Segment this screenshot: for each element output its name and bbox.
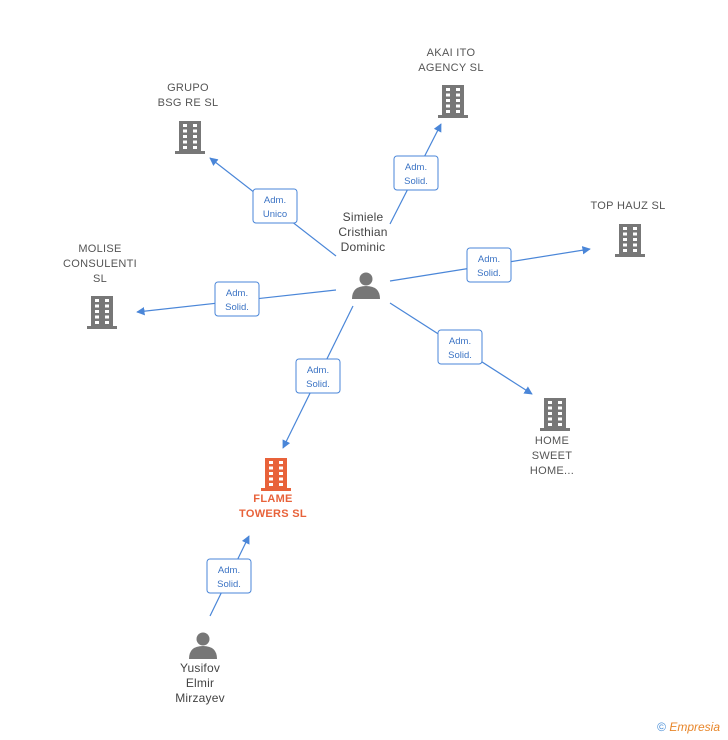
node-label: HOME... [530,465,574,477]
edge-label-text: Adm. [449,336,471,347]
node-label: FLAME [253,493,292,505]
edge-label-box [393,155,439,191]
edge-label-text: Adm. [478,254,500,265]
edge-label-text: Unico [263,209,287,220]
edge-label-text: Solid. [448,350,472,361]
node-label: TOWERS SL [239,508,307,520]
edge-label-box [437,329,483,365]
edge-label-text: Solid. [225,302,249,313]
building-icon [261,458,291,491]
building-icon [175,121,205,154]
edge-label-text: Adm. [307,365,329,376]
node-label: Mirzayev [175,691,225,705]
edge-yusifov-flame_towers[interactable]: Adm. Solid. [206,535,252,617]
company-node-grupo_bsg[interactable]: GRUPO BSG RE SL [158,82,219,154]
node-label: AKAI ITO [427,47,476,59]
building-icon [87,296,117,329]
node-label: Dominic [341,240,386,254]
edge-label-text: Solid. [477,268,501,279]
node-label: SL [93,273,107,285]
company-node-top_hauz[interactable]: TOP HAUZ SL [590,200,665,257]
node-label: Simiele [343,210,384,224]
company-node-home_sweet[interactable]: HOME SWEET HOME... [530,398,574,477]
edge-simiele-grupo_bsg[interactable]: Adm. Unico [209,157,337,257]
node-label: HOME [535,435,569,447]
company-node-flame_towers[interactable]: FLAME TOWERS SL [239,458,307,520]
edge-label-text: Solid. [404,176,428,187]
building-icon [540,398,570,431]
edge-label-text: Adm. [405,162,427,173]
person-icon [189,632,217,659]
edge-label-box [466,247,512,283]
node-label: BSG RE SL [158,97,219,109]
edge-label-box [206,558,252,594]
edge-label-text: Adm. [264,195,286,206]
brand-name: Empresia [669,720,720,734]
edge-simiele-molise[interactable]: Adm. Solid. [136,281,337,317]
edge-simiele-home_sweet[interactable]: Adm. Solid. [389,302,533,395]
node-label: MOLISE [78,243,121,255]
building-icon [615,224,645,257]
company-node-molise[interactable]: MOLISE CONSULENTI SL [63,243,137,329]
node-label: AGENCY SL [418,62,483,74]
node-label: Yusifov [180,661,220,675]
copyright-symbol: © [657,720,666,734]
node-label: TOP HAUZ SL [590,200,665,212]
edge-label-text: Solid. [306,379,330,390]
node-label: CONSULENTI [63,258,137,270]
node-label: Elmir [186,676,214,690]
edge-label-box [252,188,298,224]
footer-brand: © Empresia [657,720,720,734]
node-label: SWEET [532,450,573,462]
node-label: GRUPO [167,82,209,94]
edge-label-box [214,281,260,317]
company-node-akai_ito[interactable]: AKAI ITO AGENCY SL [418,47,483,118]
edge-label-text: Adm. [226,288,248,299]
edge-simiele-akai_ito[interactable]: Adm. Solid. [389,123,442,225]
edge-label-text: Adm. [218,565,240,576]
node-label: Cristhian [338,225,387,239]
person-icon [352,272,380,299]
edge-simiele-top_hauz[interactable]: Adm. Solid. [389,246,591,283]
edge-simiele-flame_towers[interactable]: Adm. Solid. [282,305,354,449]
building-icon [438,85,468,118]
edge-label-box [295,358,341,394]
edge-label-text: Solid. [217,579,241,590]
